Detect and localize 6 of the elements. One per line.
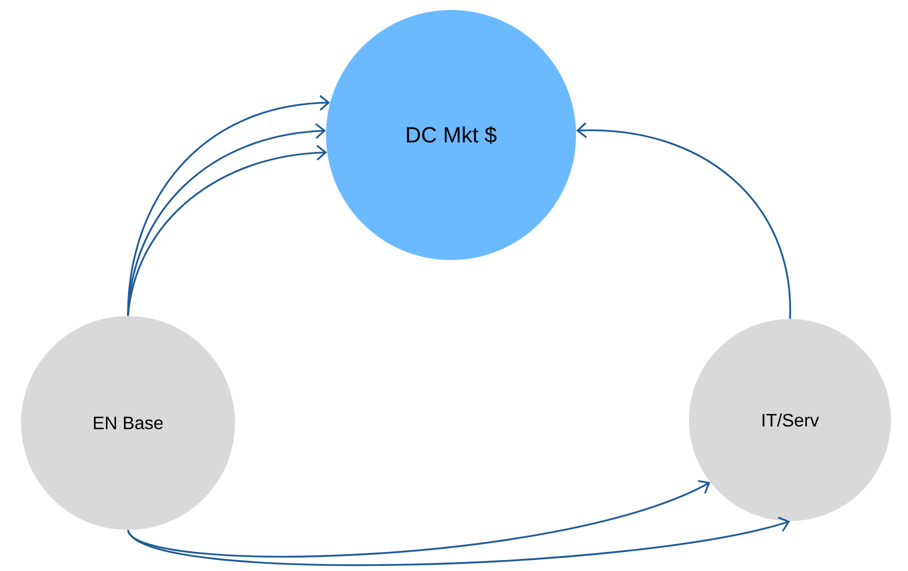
- circle-node: EN Base: [21, 316, 235, 530]
- circle-node: IT/Serv: [689, 319, 891, 521]
- arrow: [127, 516, 790, 566]
- circle-node: DC Mkt $: [326, 10, 576, 260]
- arrow: [576, 122, 791, 319]
- arrow: [127, 480, 710, 558]
